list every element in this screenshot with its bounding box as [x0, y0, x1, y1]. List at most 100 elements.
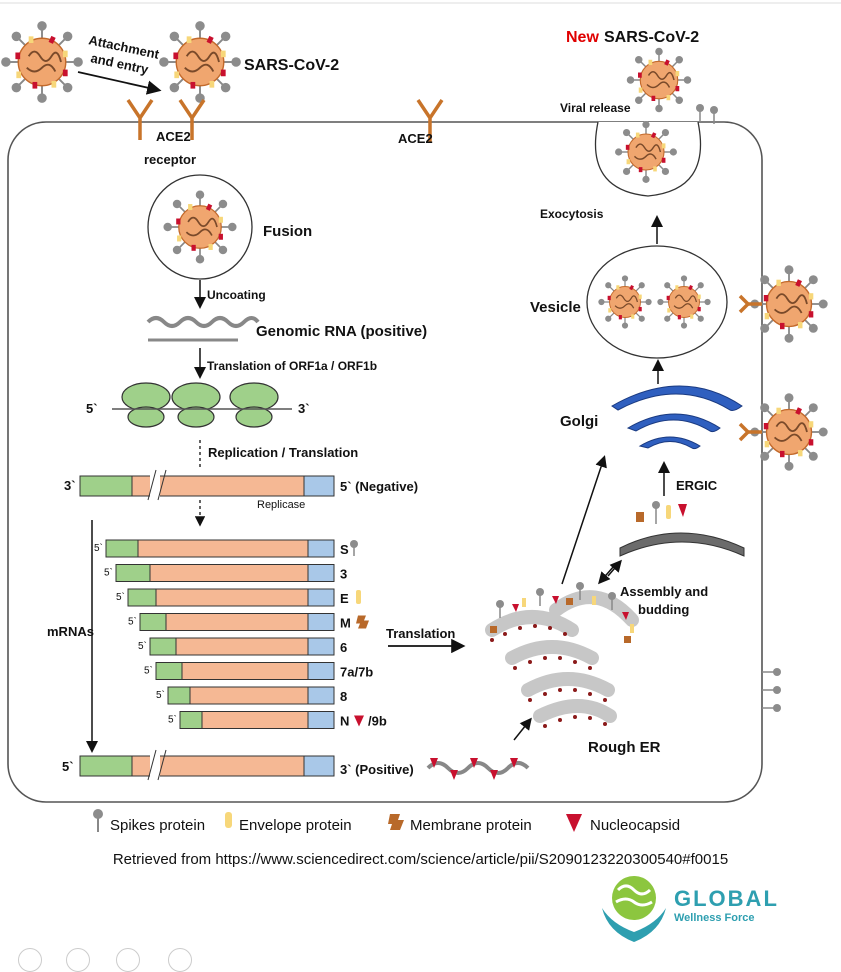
mrna-5-prime: 5`	[104, 567, 113, 579]
logo-name: GLOBAL	[674, 886, 779, 911]
membrane-icon	[356, 615, 369, 629]
mrna-row: 5` 3	[104, 564, 347, 582]
carousel-dot[interactable]	[116, 948, 140, 972]
ace2-receptor-middle	[416, 99, 444, 142]
ace2-receptor-left	[126, 99, 206, 140]
er-ribosomes	[490, 624, 607, 728]
mrna-5-prime: 5`	[116, 591, 125, 603]
nucleocapsid-icon	[566, 814, 582, 832]
mrna-3utr	[307, 711, 335, 729]
mrna-3utr	[307, 637, 335, 656]
fusion-label: Fusion	[263, 223, 312, 240]
mrna-gene-label: 7a/7b	[340, 665, 373, 680]
mrna-orf	[201, 711, 309, 729]
globe-hands-icon	[602, 876, 666, 942]
virus-incoming	[0, 20, 84, 104]
membrane-icon	[388, 814, 404, 830]
ergic-proteins	[636, 501, 687, 524]
ribo-5-prime: 5`	[86, 401, 98, 416]
exocytosis-label: Exocytosis	[540, 207, 604, 221]
genomic-rna-strand	[146, 316, 260, 328]
virus-attaching	[158, 20, 242, 104]
carousel-dots[interactable]	[18, 948, 218, 972]
mrna-5utr	[155, 662, 183, 680]
mrna-orf	[175, 637, 309, 656]
carousel-dot[interactable]	[66, 948, 90, 972]
golgi-apparatus	[611, 385, 743, 450]
logo-tagline: Wellness Force	[674, 912, 755, 924]
mrna-5utr	[167, 686, 191, 705]
negative-strand	[79, 469, 335, 502]
assembly-arrow-up	[607, 559, 622, 577]
replication-label: Replication / Translation	[208, 445, 358, 460]
positive-label: 3` (Positive)	[340, 762, 414, 777]
mrnas-label: mRNAs	[47, 624, 94, 639]
legend: Spikes protein Envelope protein Membrane…	[93, 809, 680, 834]
mrna-gene-label: M	[340, 616, 351, 631]
mrna-row: 5`E	[116, 588, 361, 607]
virus-new-released	[626, 47, 692, 113]
rna-to-er-arrow	[513, 717, 532, 741]
er-to-golgi-arrow	[561, 455, 607, 585]
legend-nucleocapsid: Nucleocapsid	[590, 817, 680, 834]
er-proteins	[490, 582, 634, 643]
new-label: New	[566, 29, 599, 46]
mrna-n-suffix: /9b	[368, 714, 387, 729]
nucleocapsid-icon	[354, 715, 364, 727]
mrna-orf	[165, 613, 309, 631]
mrna-orf	[149, 564, 309, 582]
negative-3-prime: 3`	[64, 478, 76, 493]
mrna-gene-label: 8	[340, 689, 347, 704]
rough-er-label: Rough ER	[588, 739, 661, 756]
mrna-5-prime: 5`	[138, 640, 147, 652]
mrna-3utr	[307, 539, 335, 558]
mrna-3utr	[307, 588, 335, 607]
ace2-label-left: ACE2	[156, 129, 191, 144]
ergic-label: ERGIC	[676, 478, 718, 493]
membrane-spikes	[699, 110, 774, 709]
vesicle-label: Vesicle	[530, 299, 581, 316]
global-wellness-logo: GLOBAL Wellness Force	[596, 868, 786, 948]
mrna-5-prime: 5`	[144, 665, 153, 677]
ribosomes	[121, 382, 279, 428]
carousel-dot[interactable]	[18, 948, 42, 972]
mrna-3utr	[307, 662, 335, 680]
vesicle	[586, 245, 728, 359]
assembly-label-1: Assembly and	[620, 584, 708, 599]
receptor-label: receptor	[144, 152, 196, 167]
mrna-orf	[181, 662, 309, 680]
mrna-5utr	[149, 637, 177, 656]
sars-label: SARS-CoV-2	[244, 57, 339, 74]
mrna-3utr	[307, 564, 335, 582]
mrna-5-prime: 5`	[168, 714, 177, 726]
source-caption: Retrieved from https://www.sciencedirect…	[112, 851, 729, 868]
replicase-label: Replicase	[257, 499, 305, 511]
virus-releasing	[614, 120, 678, 184]
mrna-gene-label: 3	[340, 567, 347, 582]
mrna-5utr	[139, 613, 167, 631]
cell-membrane	[7, 121, 763, 803]
carousel-dot[interactable]	[168, 948, 192, 972]
mrna-row: 5`N/9b	[168, 711, 387, 729]
ribo-3-prime: 3`	[298, 401, 310, 416]
mrna-row: 5` 7a/7b	[144, 662, 373, 680]
mrna-5utr	[115, 564, 151, 582]
mrna-5-prime: 5`	[94, 542, 103, 554]
mrna-orf	[189, 686, 309, 705]
legend-membrane: Membrane protein	[410, 817, 532, 834]
ace2-receptor-right	[738, 294, 762, 442]
envelope-icon	[225, 812, 232, 828]
viral-release-label: Viral release	[560, 101, 631, 115]
new-sars-label: SARS-CoV-2	[604, 29, 699, 46]
ergic-membrane	[619, 532, 745, 557]
legend-spikes: Spikes protein	[110, 817, 205, 834]
mrna-5utr	[179, 711, 203, 729]
translation-label: Translation	[386, 626, 455, 641]
golgi-label: Golgi	[560, 413, 598, 430]
negative-label: 5` (Negative)	[340, 479, 418, 494]
virus-vesicle-2	[656, 274, 712, 330]
mrna-gene-label: 6	[340, 640, 347, 655]
spike-icon	[350, 540, 358, 548]
rough-er	[485, 590, 639, 723]
nucleocapsid-rna	[426, 758, 530, 780]
